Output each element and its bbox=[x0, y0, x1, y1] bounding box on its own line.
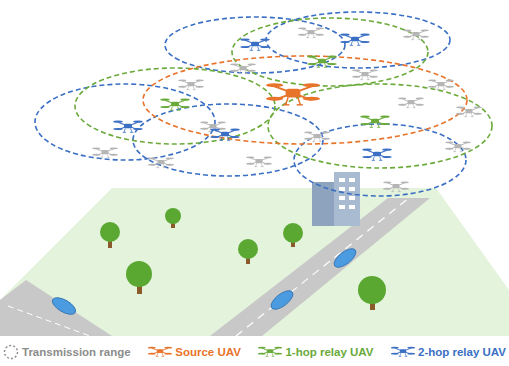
legend-item: Transmission range bbox=[3, 344, 131, 360]
range-sample bbox=[3, 344, 19, 360]
two-hop-uav-sample bbox=[391, 345, 415, 359]
legend-text: Transmission range bbox=[22, 346, 131, 358]
legend-item: Source UAV bbox=[148, 345, 241, 359]
legend-text: 2-hop relay UAV bbox=[418, 346, 506, 358]
idle-uavs bbox=[92, 27, 482, 191]
ground bbox=[0, 188, 509, 336]
source-uav bbox=[266, 83, 320, 105]
legend-item: 1-hop relay UAV bbox=[258, 345, 373, 359]
building bbox=[334, 172, 360, 226]
one-hop-uav-sample bbox=[258, 345, 282, 359]
source-uav-sample bbox=[148, 345, 172, 359]
trees bbox=[100, 208, 386, 310]
legend-item: 2-hop relay UAV bbox=[391, 345, 506, 359]
one-hop-relay-uavs bbox=[160, 56, 389, 128]
legend-text: Source UAV bbox=[175, 346, 241, 358]
legend: Transmission range Source UAV 1-hop relay … bbox=[3, 342, 506, 362]
road bbox=[0, 280, 112, 336]
transmission-ranges bbox=[35, 12, 492, 196]
building bbox=[312, 182, 334, 226]
two-hop-relay-uavs bbox=[113, 34, 391, 161]
cars bbox=[50, 245, 359, 317]
legend-text: 1-hop relay UAV bbox=[285, 346, 373, 358]
road-marking bbox=[8, 306, 90, 336]
